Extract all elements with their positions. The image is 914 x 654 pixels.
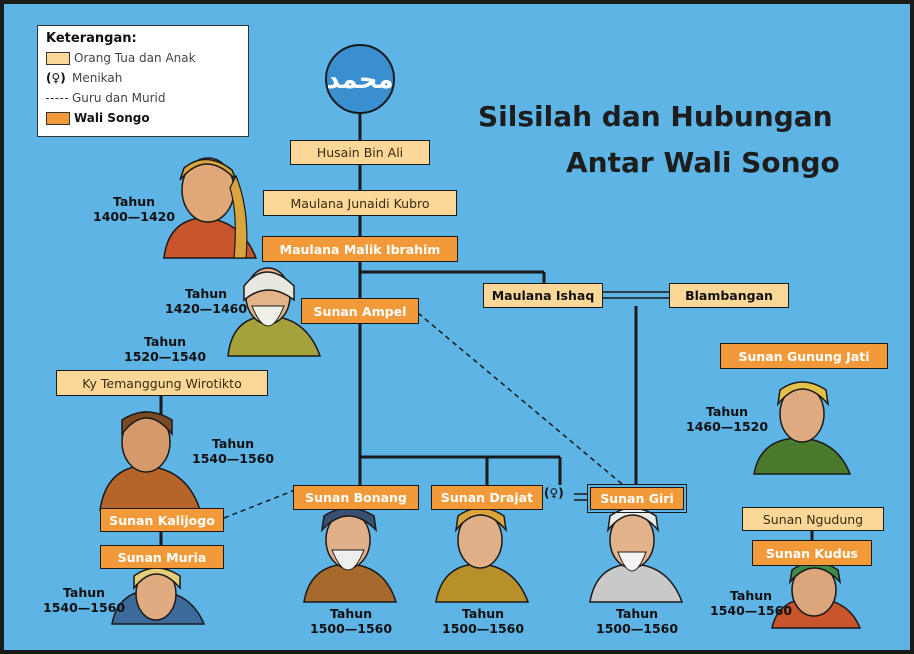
legend-item-marriage: (♀) Menikah xyxy=(46,71,123,85)
node-sunan-kalijogo: Sunan Kalijogo xyxy=(100,508,224,532)
node-sunan-kudus: Sunan Kudus xyxy=(752,540,872,566)
legend-item-wali-songo: Wali Songo xyxy=(46,108,240,128)
legend-swatch-wali xyxy=(46,111,70,125)
node-sunan-drajat: Sunan Drajat xyxy=(431,485,543,510)
node-sunan-ngudung: Sunan Ngudung xyxy=(742,507,884,531)
portrait-sunan-gunung-jati xyxy=(753,381,852,475)
node-sunan-gunung-jati: Sunan Gunung Jati xyxy=(720,343,888,369)
legend-item-teacher-student: Guru dan Murid xyxy=(46,88,240,108)
title-line-2: Antar Wali Songo xyxy=(566,146,840,179)
node-maulana-ishaq: Maulana Ishaq xyxy=(483,283,603,308)
portrait-sunan-ampel xyxy=(227,267,322,357)
legend: Keterangan: Orang Tua dan Anak (♀) Menik… xyxy=(37,25,249,137)
title-line-1: Silsilah dan Hubungan xyxy=(478,100,833,133)
node-blambangan: Blambangan xyxy=(669,283,789,308)
portrait-sunan-muria xyxy=(111,567,206,625)
line-bonang-kalijogo-guru xyxy=(223,489,296,519)
legend-swatch-parent xyxy=(46,51,70,65)
node-husain-bin-ali: Husain Bin Ali xyxy=(290,140,430,165)
node-maulana-malik-ibrahim: Maulana Malik Ibrahim xyxy=(262,236,458,262)
node-sunan-muria: Sunan Muria xyxy=(100,545,224,569)
node-maulana-junaidi-kubro: Maulana Junaidi Kubro xyxy=(263,190,457,216)
legend-item-parent-child: Orang Tua dan Anak xyxy=(46,48,240,68)
node-sunan-ampel: Sunan Ampel xyxy=(301,298,419,324)
marriage-symbol: (♀) xyxy=(544,486,564,500)
portrait-sunan-giri xyxy=(589,507,684,603)
portrait-sunan-drajat xyxy=(435,507,530,603)
node-sunan-bonang: Sunan Bonang xyxy=(293,485,419,510)
svg-text:محمد: محمد xyxy=(326,65,393,95)
portrait-malik-ibrahim xyxy=(163,157,258,259)
node-sunan-giri: Sunan Giri xyxy=(587,484,687,513)
legend-heading: Keterangan: xyxy=(46,31,137,46)
muhammad-calligraphy-logo: محمد xyxy=(325,44,395,114)
portrait-sunan-kalijogo xyxy=(99,411,202,511)
portrait-sunan-kudus xyxy=(771,561,862,629)
legend-dash-line xyxy=(46,97,68,99)
node-ky-temanggung-wirotikto: Ky Temanggung Wirotikto xyxy=(56,370,268,396)
portrait-sunan-bonang xyxy=(303,507,398,603)
